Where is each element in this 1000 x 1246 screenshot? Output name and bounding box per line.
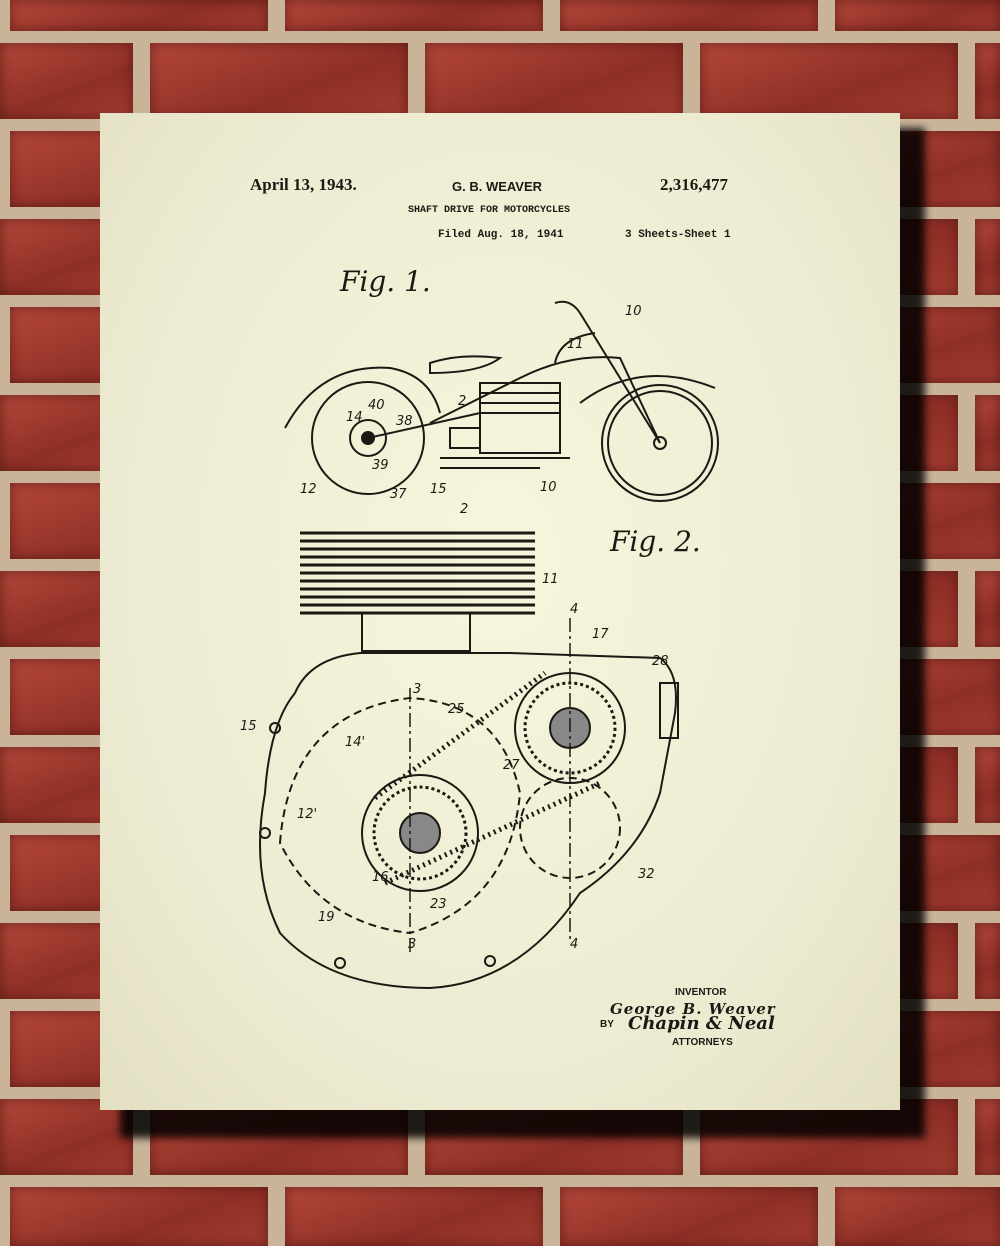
- reference-numeral: 16: [372, 870, 389, 885]
- brick: [285, 0, 543, 31]
- patent-drawing: 10 11 14 40 38 39 12 37 15 2 2 10 11 4 17 28 3 25 15 14' 27 1…: [240, 300, 719, 990]
- reference-numeral: 11: [542, 572, 559, 587]
- attorneys-signature: Chapin & Neal: [628, 1013, 775, 1034]
- brick: [0, 43, 133, 119]
- reference-numeral: 11: [567, 337, 584, 352]
- reference-numeral: 4: [570, 937, 578, 952]
- brick: [975, 43, 1000, 119]
- reference-numeral: 15: [240, 719, 257, 734]
- patent-title: SHAFT DRIVE FOR MOTORCYCLES: [408, 205, 571, 216]
- brick: [0, 1099, 133, 1175]
- reference-numeral: 38: [396, 414, 413, 429]
- brick: [700, 43, 958, 119]
- brick: [975, 1099, 1000, 1175]
- reference-numeral: 39: [372, 458, 389, 473]
- filed-date: Filed Aug. 18, 1941: [438, 229, 564, 241]
- reference-numeral: 2: [458, 394, 466, 409]
- brick: [975, 219, 1000, 295]
- reference-numeral: 10: [625, 304, 642, 319]
- brick: [285, 1187, 543, 1246]
- reference-numeral: 25: [448, 702, 465, 717]
- sheet-count: 3 Sheets-Sheet 1: [625, 229, 731, 241]
- reference-numeral: 28: [652, 654, 669, 669]
- attorneys-label: ATTORNEYS: [672, 1037, 733, 1048]
- brick: [10, 1187, 268, 1246]
- reference-numeral: 40: [368, 398, 385, 413]
- fig2-engine: [259, 531, 679, 990]
- reference-numeral: 23: [430, 897, 447, 912]
- inventor-short: G. B. WEAVER: [452, 179, 543, 194]
- reference-numeral: 27: [503, 758, 520, 773]
- brick: [425, 43, 683, 119]
- brick: [10, 0, 268, 31]
- brick: [150, 43, 408, 119]
- reference-numeral: 15: [430, 482, 447, 497]
- reference-numeral: 37: [390, 487, 407, 502]
- reference-numeral: 17: [592, 627, 609, 642]
- reference-numeral: 2: [460, 502, 468, 517]
- reference-numeral: 14: [346, 410, 363, 425]
- reference-numeral: 19: [318, 910, 335, 925]
- reference-numeral: 32: [638, 867, 655, 882]
- reference-numeral: 12': [297, 807, 317, 822]
- by-label: BY: [600, 1019, 614, 1030]
- brick: [975, 923, 1000, 999]
- fig1-motorcycle: [284, 300, 719, 502]
- fig1-label: Fig. 1.: [340, 265, 431, 298]
- reference-numeral: 3: [413, 682, 421, 697]
- brick: [975, 571, 1000, 647]
- inventor-signature: George B. Weaver: [610, 1000, 776, 1018]
- brick: [835, 0, 1000, 31]
- fig2-label: Fig. 2.: [610, 525, 701, 558]
- brick: [835, 1187, 1000, 1246]
- patent-number: 2,316,477: [660, 175, 728, 194]
- brick: [975, 395, 1000, 471]
- reference-numeral: 4: [570, 602, 578, 617]
- brick: [560, 1187, 818, 1246]
- brick: [560, 0, 818, 31]
- reference-numeral: 3: [408, 937, 416, 952]
- reference-numeral: 10: [540, 480, 557, 495]
- reference-numeral: 12: [300, 482, 317, 497]
- brick: [975, 747, 1000, 823]
- patent-poster: April 13, 1943. G. B. WEAVER 2,316,477 S…: [100, 113, 900, 1110]
- inventor-label: INVENTOR: [675, 987, 727, 998]
- reference-numeral: 14': [345, 735, 365, 750]
- patent-date: April 13, 1943.: [250, 175, 357, 194]
